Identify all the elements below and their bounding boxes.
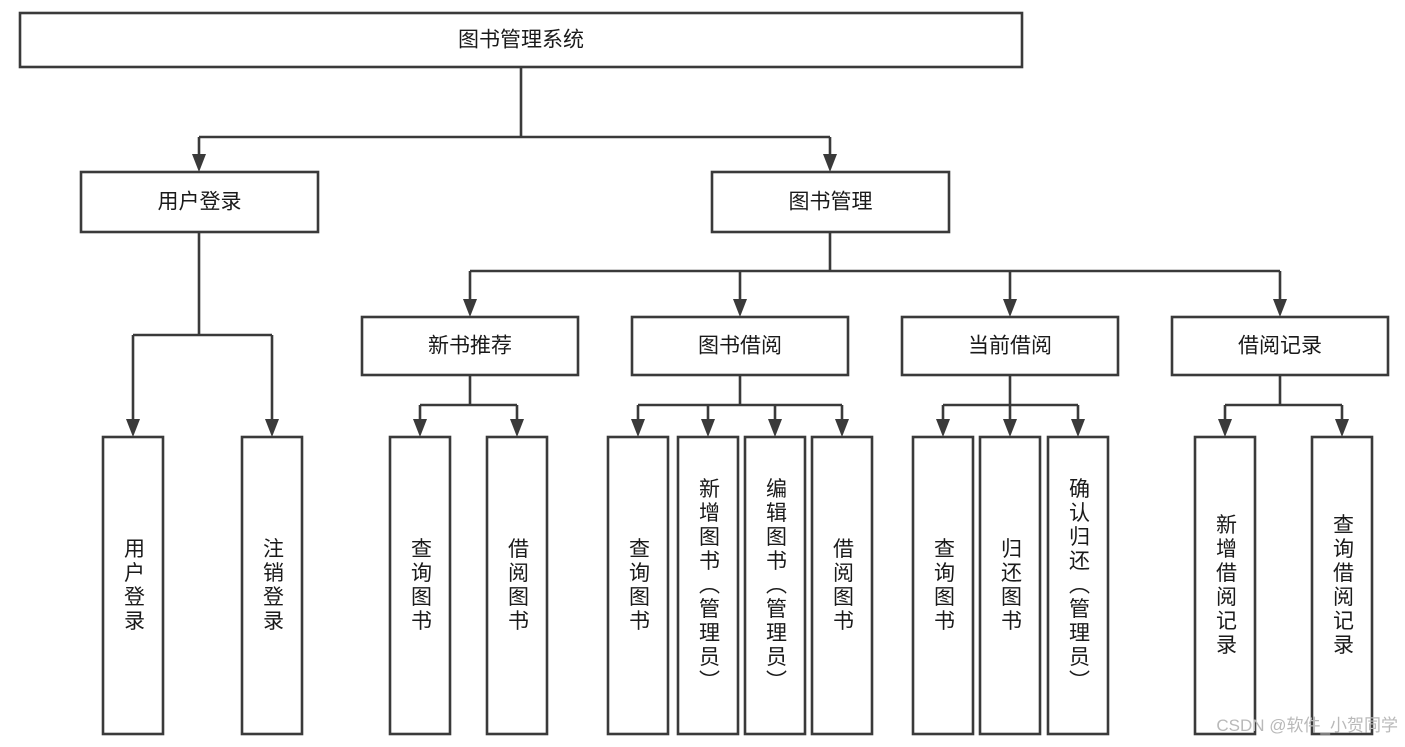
level2-node-图书管理-1[interactable]: 图书管理	[710, 170, 951, 234]
level3-node-当前借阅-2[interactable]: 当前借阅	[900, 315, 1120, 377]
node-label: 新书推荐	[428, 335, 512, 358]
books-branch-3-arrowhead	[1273, 299, 1287, 317]
node-label: 用户登录	[122, 538, 146, 634]
node-label: 归还图书	[999, 538, 1023, 634]
node-label: 图书管理系统	[458, 29, 584, 52]
node-box[interactable]	[606, 435, 670, 736]
node-label: 图书管理	[789, 191, 873, 214]
node-box[interactable]	[79, 170, 320, 234]
node-box[interactable]	[676, 435, 740, 736]
node-label: 确认归还（管理员）	[1067, 478, 1091, 694]
group-2-leaf-0-arrowhead	[936, 419, 950, 437]
node-box[interactable]	[630, 315, 850, 377]
leaf-node-新增图书管理员-5[interactable]: 新增图书（管理员）	[676, 435, 740, 736]
level3-node-图书借阅-1[interactable]: 图书借阅	[630, 315, 850, 377]
group-3-leaf-1-arrowhead	[1335, 419, 1349, 437]
group-2-leaf-1-arrowhead	[1003, 419, 1017, 437]
leaf-node-新增借阅记录-11[interactable]: 新增借阅记录	[1193, 435, 1257, 736]
group-0-leaf-1-arrowhead	[510, 419, 524, 437]
level2-node-用户登录-0[interactable]: 用户登录	[79, 170, 320, 234]
group-1-leaf-2-arrowhead	[768, 419, 782, 437]
node-box[interactable]	[743, 435, 807, 736]
node-label: 借阅图书	[831, 538, 855, 634]
node-label: 新增图书（管理员）	[697, 478, 721, 694]
node-label: 借阅图书	[506, 538, 530, 634]
node-label: 注销登录	[261, 538, 285, 634]
group-1-leaf-0-arrowhead	[631, 419, 645, 437]
node-label: 用户登录	[158, 191, 242, 214]
group-3-leaf-0-arrowhead	[1218, 419, 1232, 437]
leaf-node-查询图书-2[interactable]: 查询图书	[388, 435, 452, 736]
leaf-node-查询图书-8[interactable]: 查询图书	[911, 435, 975, 736]
node-box[interactable]	[978, 435, 1042, 736]
node-box[interactable]	[485, 435, 549, 736]
level3-node-新书推荐-0[interactable]: 新书推荐	[360, 315, 580, 377]
node-label: 新增借阅记录	[1214, 514, 1238, 658]
leaf-node-注销登录-1[interactable]: 注销登录	[240, 435, 304, 736]
group-1-leaf-3-arrowhead	[835, 419, 849, 437]
root-branch-0-arrowhead	[192, 154, 206, 172]
node-box[interactable]	[911, 435, 975, 736]
group-2-leaf-2-arrowhead	[1071, 419, 1085, 437]
node-box[interactable]	[710, 170, 951, 234]
node-label: 当前借阅	[968, 335, 1052, 358]
node-box[interactable]	[101, 435, 165, 736]
csdn-watermark: CSDN @软件_小贺同学	[1216, 716, 1398, 735]
node-box[interactable]	[18, 11, 1024, 69]
books-branch-1-arrowhead	[733, 299, 747, 317]
node-box[interactable]	[388, 435, 452, 736]
node-box[interactable]	[240, 435, 304, 736]
group-0-leaf-0-arrowhead	[413, 419, 427, 437]
leaf-node-归还图书-9[interactable]: 归还图书	[978, 435, 1042, 736]
login-leaf-1-arrowhead	[265, 419, 279, 437]
login-leaf-0-arrowhead	[126, 419, 140, 437]
books-branch-2-arrowhead	[1003, 299, 1017, 317]
node-box[interactable]	[1046, 435, 1110, 736]
node-label: 借阅记录	[1238, 335, 1322, 358]
root-node-图书管理系统-0[interactable]: 图书管理系统	[18, 11, 1024, 69]
node-box[interactable]	[900, 315, 1120, 377]
node-box[interactable]	[1170, 315, 1390, 377]
leaf-node-借阅图书-3[interactable]: 借阅图书	[485, 435, 549, 736]
node-label: 图书借阅	[698, 335, 782, 358]
connector-layer	[126, 67, 1349, 437]
group-1-leaf-1-arrowhead	[701, 419, 715, 437]
level3-node-借阅记录-3[interactable]: 借阅记录	[1170, 315, 1390, 377]
leaf-node-用户登录-0[interactable]: 用户登录	[101, 435, 165, 736]
node-label: 查询图书	[627, 538, 651, 634]
leaf-node-编辑图书管理员-6[interactable]: 编辑图书（管理员）	[743, 435, 807, 736]
books-branch-0-arrowhead	[463, 299, 477, 317]
node-box[interactable]	[1193, 435, 1257, 736]
node-label: 查询图书	[932, 538, 956, 634]
node-box[interactable]	[360, 315, 580, 377]
node-box[interactable]	[1310, 435, 1374, 736]
root-branch-1-arrowhead	[823, 154, 837, 172]
node-label: 编辑图书（管理员）	[764, 478, 788, 694]
node-label: 查询图书	[409, 538, 433, 634]
leaf-node-借阅图书-7[interactable]: 借阅图书	[810, 435, 874, 736]
node-label: 查询借阅记录	[1331, 514, 1355, 658]
leaf-node-查询借阅记录-12[interactable]: 查询借阅记录	[1310, 435, 1374, 736]
node-layer: 图书管理系统用户登录图书管理新书推荐图书借阅当前借阅借阅记录用户登录注销登录查询…	[18, 11, 1390, 736]
leaf-node-查询图书-4[interactable]: 查询图书	[606, 435, 670, 736]
leaf-node-确认归还管理员-10[interactable]: 确认归还（管理员）	[1046, 435, 1110, 736]
node-box[interactable]	[810, 435, 874, 736]
